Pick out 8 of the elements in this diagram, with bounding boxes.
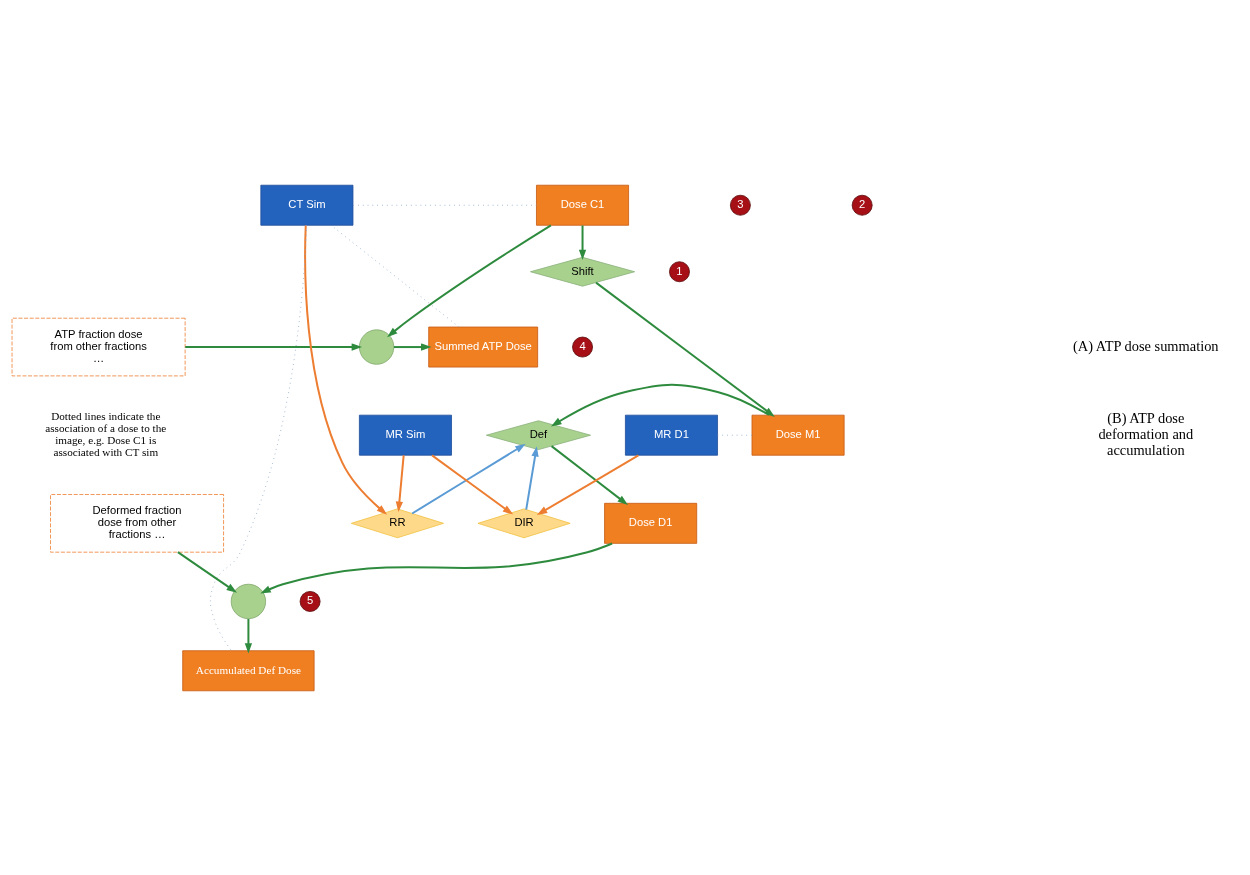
label: (B) ATP dose deformation and accumulation [1098,409,1194,458]
label: (A) ATP dose summation [1073,337,1219,354]
label: Dotted lines indicate the association of a dose to the image, e.g. Dose C1 is associated with CT sim [45,409,167,458]
label: 3 [737,197,744,210]
label: 2 [859,197,866,210]
label: 4 [579,339,586,352]
label: 1 [676,264,683,277]
label: 5 [306,593,314,606]
